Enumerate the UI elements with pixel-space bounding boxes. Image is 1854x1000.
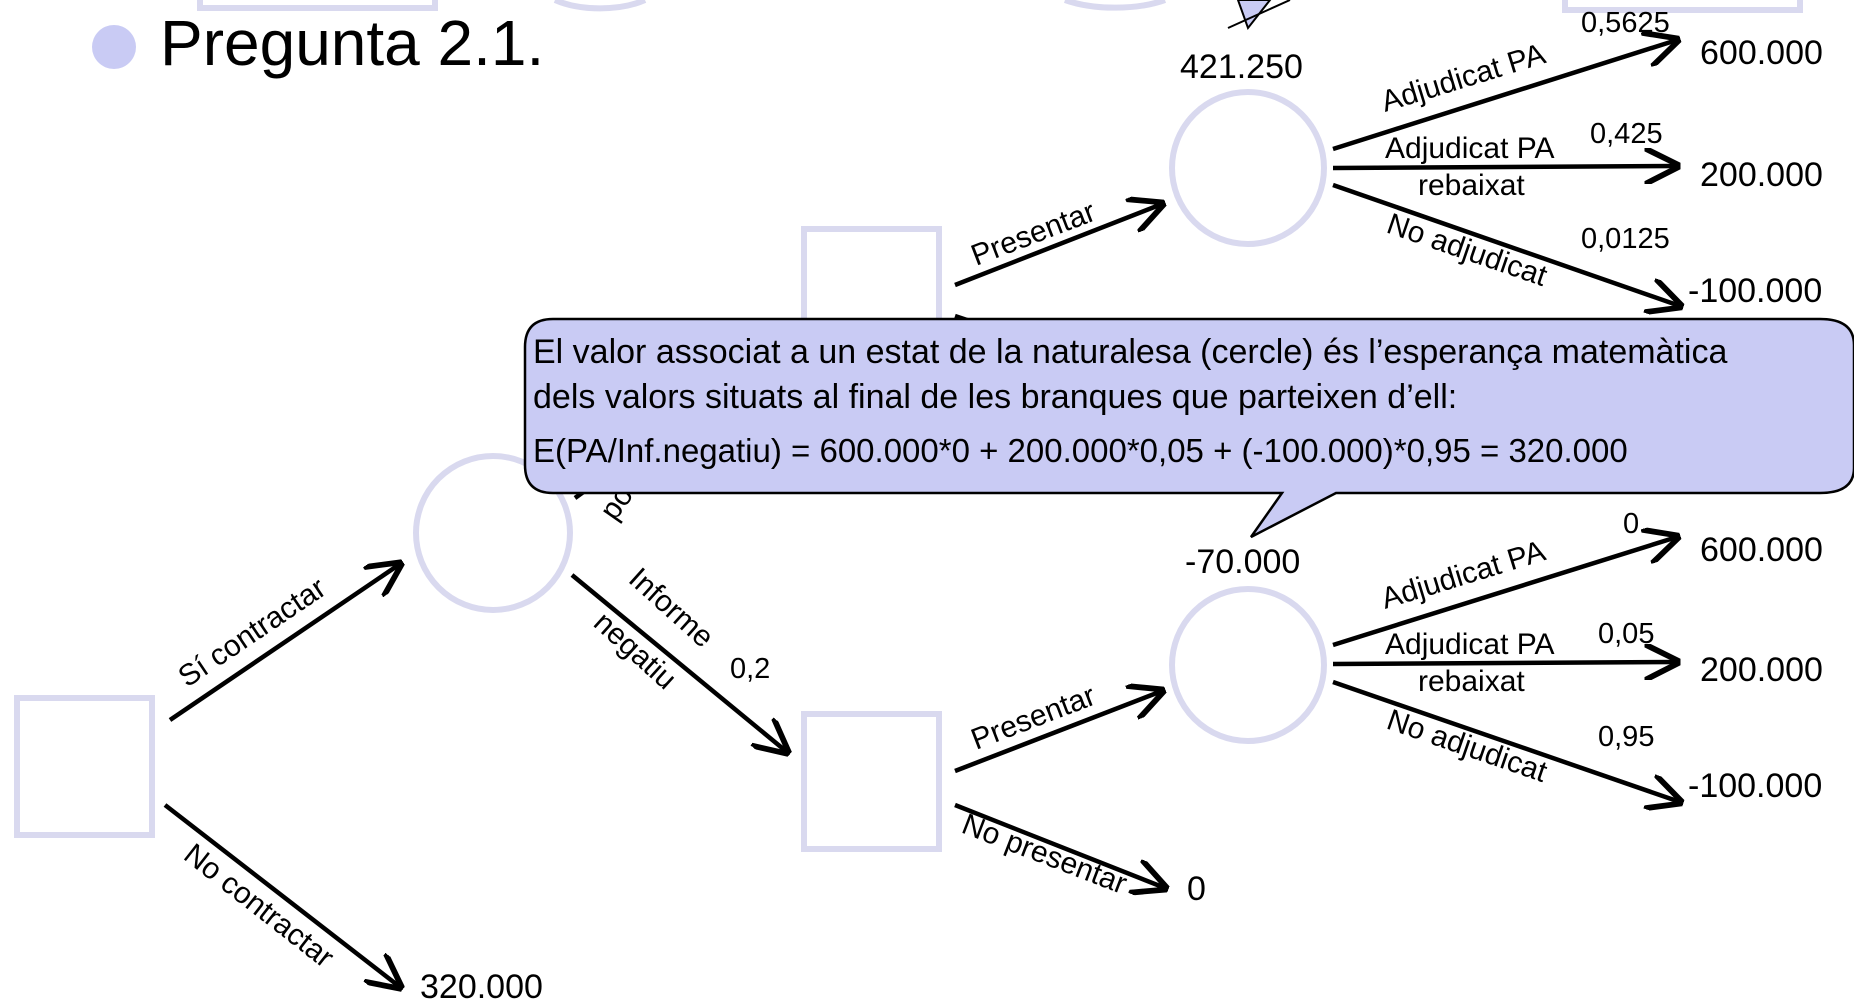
callout-text: El valor associat a un estat de la natur… bbox=[533, 330, 1843, 473]
branch-upper-presentar bbox=[954, 204, 1162, 288]
upper-outcome-2-label: Adjudicat PA bbox=[1385, 132, 1555, 165]
top-callout-tail bbox=[1236, 0, 1272, 31]
lower-outcome-1-value: 600.000 bbox=[1700, 531, 1823, 569]
informe-negatiu-prob: 0,2 bbox=[730, 653, 770, 685]
slide-title: Pregunta 2.1. bbox=[160, 7, 545, 79]
cropped-node-shape bbox=[197, 0, 438, 11]
upper-chance-node bbox=[1169, 89, 1327, 247]
title-bullet bbox=[92, 25, 136, 69]
root-decision-node bbox=[14, 695, 155, 838]
upper-outcome-2-label2: rebaixat bbox=[1418, 169, 1525, 202]
callout-formula: E(PA/Inf.negatiu) = 600.000*0 + 200.000*… bbox=[533, 432, 1628, 469]
branch-si-contractar bbox=[168, 564, 400, 722]
upper-outcome-3-prob: 0,0125 bbox=[1581, 223, 1670, 255]
lower-outcome-3-value: -100.000 bbox=[1688, 767, 1822, 805]
lower-decision-node bbox=[801, 711, 942, 852]
upper-outcome-3-value: -100.000 bbox=[1688, 272, 1822, 310]
lower-outcome-2-label2: rebaixat bbox=[1418, 665, 1525, 698]
branch-lower-no-adjudicat bbox=[1332, 679, 1680, 802]
branch-lower-rebaixat bbox=[1332, 662, 1677, 664]
callout-line-1: El valor associat a un estat de la natur… bbox=[533, 333, 1728, 371]
branch-no-contractar bbox=[163, 803, 400, 987]
lower-no-presentar-value: 0 bbox=[1187, 870, 1206, 908]
lower-outcome-2-label: Adjudicat PA bbox=[1385, 628, 1555, 661]
lower-chance-node bbox=[1169, 586, 1327, 744]
si-contractar-label: Sí contractar bbox=[172, 571, 331, 693]
cropped-node-shape bbox=[1562, 0, 1803, 13]
cropped-node-shape bbox=[553, 0, 647, 12]
lower-outcome-2-prob: 0,05 bbox=[1598, 618, 1654, 650]
branch-upper-adjudicat bbox=[1332, 40, 1677, 152]
upper-chance-value: 421.250 bbox=[1180, 48, 1303, 86]
branch-lower-adjudicat bbox=[1332, 537, 1677, 648]
callout-line-2: dels valors situats al final de les bran… bbox=[533, 378, 1458, 416]
lower-outcome-2-value: 200.000 bbox=[1700, 651, 1823, 689]
upper-outcome-2-value: 200.000 bbox=[1700, 156, 1823, 194]
branch-informe-negatiu bbox=[570, 573, 787, 752]
lower-chance-value: -70.000 bbox=[1185, 543, 1300, 581]
lower-presentar-label: Presentar bbox=[967, 679, 1100, 756]
lower-no-presentar-label: No presentar bbox=[957, 808, 1131, 901]
branch-lower-presentar bbox=[954, 691, 1162, 774]
upper-outcome-2-prob: 0,425 bbox=[1590, 118, 1663, 150]
lower-outcome-3-prob: 0,95 bbox=[1598, 721, 1654, 753]
cropped-node-shape bbox=[1063, 0, 1167, 11]
branch-lower-no-presentar bbox=[954, 802, 1165, 888]
no-contractar-label: No contractar bbox=[178, 838, 340, 975]
explanation-callout bbox=[523, 317, 1854, 539]
no-contractar-value: 320.000 bbox=[420, 968, 543, 1000]
lower-outcome-1-prob: 0 bbox=[1623, 508, 1639, 540]
branch-upper-rebaixat bbox=[1332, 166, 1677, 168]
upper-outcome-1-prob: 0,5625 bbox=[1581, 7, 1670, 39]
branch-upper-no-adjudicat bbox=[1332, 182, 1680, 306]
upper-outcome-1-value: 600.000 bbox=[1700, 34, 1823, 72]
informe-chance-node bbox=[413, 453, 573, 613]
upper-decision-node bbox=[801, 226, 942, 332]
lower-outcome-3-label: No adjudicat bbox=[1383, 703, 1552, 789]
